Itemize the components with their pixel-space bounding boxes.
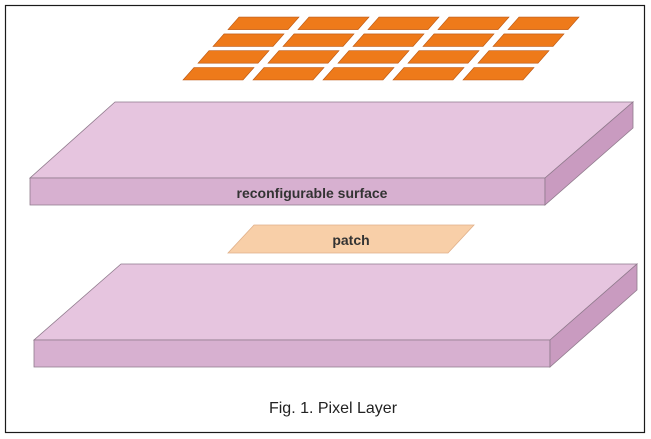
pixel-tile [507, 16, 580, 30]
pixel-tile [197, 50, 270, 64]
pixel-grid [182, 16, 580, 81]
pixel-tile [297, 16, 370, 30]
pixel-tile [227, 16, 300, 30]
pixel-tile [337, 50, 410, 64]
pixel-tile [422, 33, 495, 47]
pixel-tile [267, 50, 340, 64]
pixel-tile [492, 33, 565, 47]
pixel-tile [182, 67, 255, 81]
surface-top-face [28, 101, 635, 179]
patch-label: patch [332, 232, 369, 248]
pixel-tile [282, 33, 355, 47]
pixel-tile [212, 33, 285, 47]
pixel-tile [367, 16, 440, 30]
pixel-tile [352, 33, 425, 47]
pixel-tile [462, 67, 535, 81]
ground-slab [32, 263, 639, 368]
pixel-tile [322, 67, 395, 81]
ground-front-face [33, 339, 551, 368]
pixel-tile [437, 16, 510, 30]
pixel-tile [392, 67, 465, 81]
figure-caption: Fig. 1. Pixel Layer [269, 400, 398, 417]
surface-label: reconfigurable surface [237, 185, 388, 201]
pixel-tile [477, 50, 550, 64]
patch-shape [227, 224, 475, 254]
surface-side-face [544, 101, 634, 206]
figure-frame [4, 4, 646, 434]
patch: patch [227, 224, 475, 254]
pixel-tile [252, 67, 325, 81]
ground-top-face [32, 263, 639, 341]
reconfigurable-surface-slab: reconfigurable surface [28, 101, 635, 206]
ground-side-face [549, 263, 638, 368]
pixel-tile [407, 50, 480, 64]
